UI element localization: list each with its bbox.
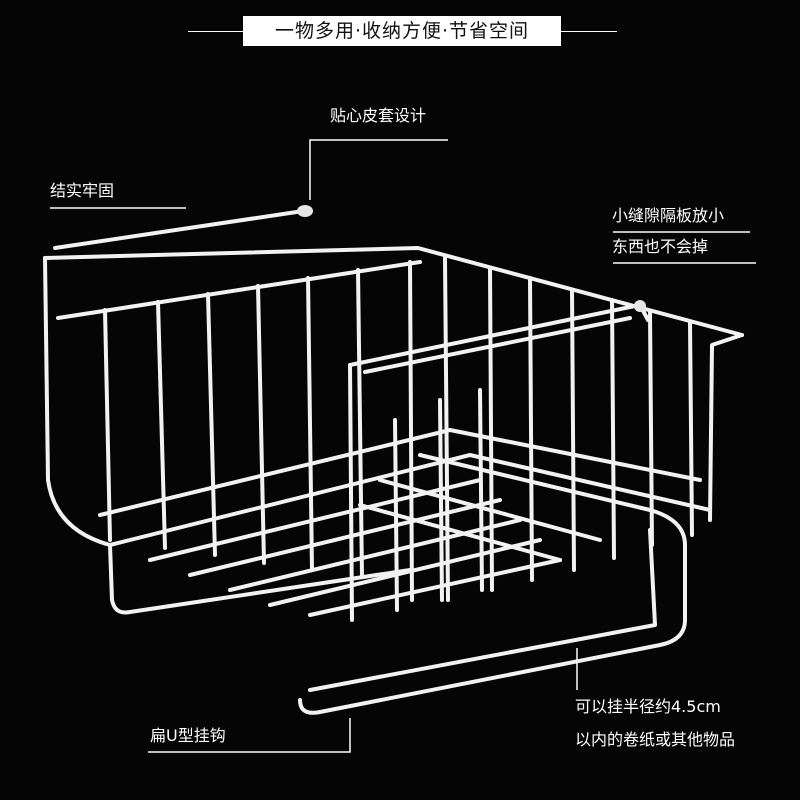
title-right-rule [561,31,617,32]
callout-roll-line2: 以内的卷纸或其他物品 [575,730,736,749]
callout-sturdy: 结实牢固 [50,181,115,200]
callout-gap-line1: 小缝隙隔板放小 [612,206,725,225]
callout-leather-sleeve: 贴心皮套设计 [330,106,427,125]
leather-sleeve-cap [297,205,313,217]
callout-hook: 扁U型挂钩 [150,726,226,745]
callout-roll-line1: 可以挂半径约4.5cm [575,697,721,716]
page-title: 一物多用·收纳方便·节省空间 [243,16,561,46]
callout-gap-line2: 东西也不会掉 [612,237,709,256]
title-left-rule [188,31,243,32]
